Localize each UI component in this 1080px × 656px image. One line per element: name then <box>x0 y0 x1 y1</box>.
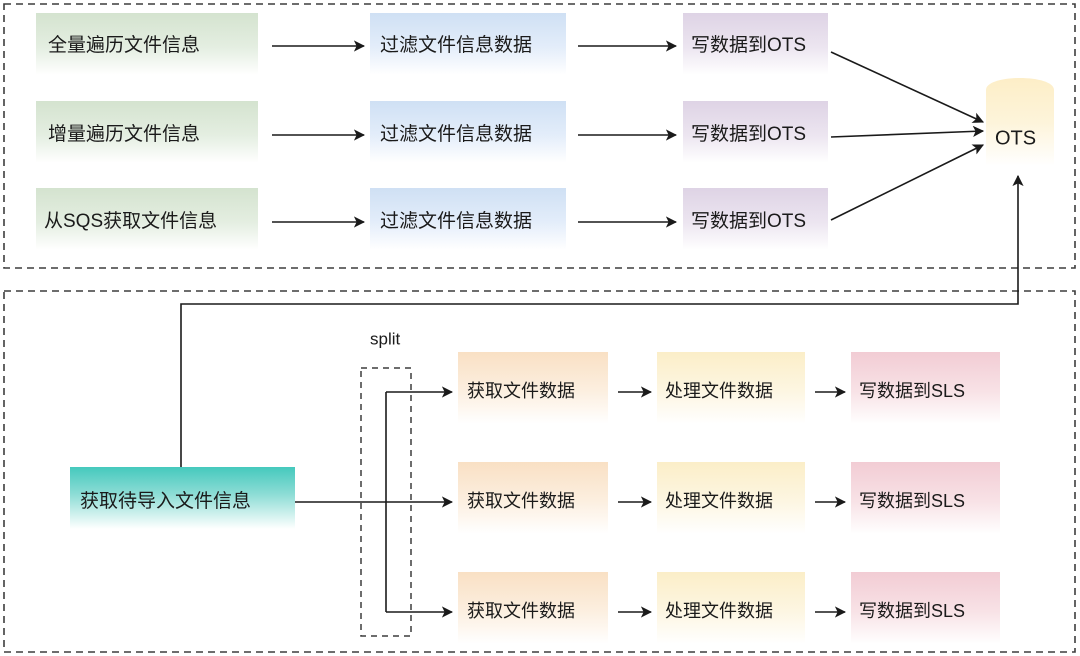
writer-node-ots-2[interactable] <box>683 101 828 163</box>
fetch-node-1-label: 获取文件数据 <box>467 381 575 401</box>
filter-node-3-label: 过滤文件信息数据 <box>380 210 532 232</box>
write-node-sls-3[interactable] <box>851 572 1000 644</box>
write-node-sls-3-label: 写数据到SLS <box>859 601 965 621</box>
filter-node-1-label: 过滤文件信息数据 <box>380 34 532 56</box>
process-node-1[interactable] <box>657 352 805 424</box>
writer-node-ots-3-bg[interactable] <box>683 188 828 250</box>
ots-datastore[interactable]: OTS <box>986 78 1054 166</box>
write-node-sls-1[interactable] <box>851 352 1000 424</box>
source-node-full-scan[interactable] <box>36 13 258 75</box>
filter-node-2-label: 过滤文件信息数据 <box>380 123 532 145</box>
filter-node-3[interactable] <box>370 188 566 250</box>
arrow-writer1-to-ots <box>830 51 985 123</box>
data-import-pipeline-group <box>3 290 1076 653</box>
process-node-3-label: 处理文件数据 <box>665 601 773 621</box>
entry-node-pending-files[interactable] <box>70 467 295 529</box>
source-node-full-scan-label: 全量遍历文件信息 <box>48 34 200 56</box>
import-row-2: 获取文件数据 处理文件数据 写数据到SLS <box>386 462 1000 534</box>
entry-node-pending-files-label: 获取待导入文件信息 <box>80 490 251 512</box>
import-row-1: 获取文件数据 处理文件数据 写数据到SLS <box>386 352 1000 424</box>
import-row-3: 获取文件数据 处理文件数据 写数据到SLS <box>386 572 1000 644</box>
fetch-node-2[interactable] <box>458 462 608 534</box>
writer-node-ots-1-label: 写数据到OTS <box>691 34 806 56</box>
split-label: split <box>370 329 401 348</box>
import-entry[interactable]: 获取待导入文件信息 <box>70 467 295 529</box>
source-node-incremental-scan-label: 增量遍历文件信息 <box>48 123 200 145</box>
process-node-2-label: 处理文件数据 <box>665 491 773 511</box>
source-node-incremental-scan[interactable] <box>36 101 258 163</box>
fetch-node-3-label: 获取文件数据 <box>467 601 575 621</box>
arrow-import-to-ots <box>180 174 1024 467</box>
process-node-1-label: 处理文件数据 <box>665 381 773 401</box>
metadata-pipeline-group <box>3 3 1076 269</box>
process-node-2[interactable] <box>657 462 805 534</box>
write-node-sls-2-label: 写数据到SLS <box>859 491 965 511</box>
filter-node-1[interactable] <box>370 13 566 75</box>
source-node-sqs-label: 从SQS获取文件信息 <box>44 210 217 232</box>
writer-node-ots-3-label: 写数据到OTS <box>691 210 806 232</box>
writer-node-ots-2-label: 写数据到OTS <box>691 123 806 145</box>
filter-node-2[interactable] <box>370 101 566 163</box>
source-node-sqs[interactable] <box>36 188 258 250</box>
split-box <box>360 367 412 637</box>
cylinder-icon <box>986 78 1054 166</box>
fetch-node-1[interactable] <box>458 352 608 424</box>
fetch-node-3[interactable] <box>458 572 608 644</box>
writer-node-ots-1[interactable] <box>683 13 828 75</box>
metadata-row-3: 从SQS获取文件信息 过滤文件信息数据 写数据到OTS <box>36 144 985 250</box>
metadata-row-2: 增量遍历文件信息 过滤文件信息数据 写数据到OTS <box>36 101 985 163</box>
write-node-sls-1-label: 写数据到SLS <box>859 381 965 401</box>
metadata-row-1: 全量遍历文件信息 过滤文件信息数据 写数据到OTS <box>36 13 985 123</box>
arrow-writer2-to-ots <box>830 125 985 138</box>
process-node-3[interactable] <box>657 572 805 644</box>
arrow-writer3-to-ots <box>830 144 985 221</box>
write-node-sls-2[interactable] <box>851 462 1000 534</box>
ots-datastore-label: OTS <box>995 127 1036 149</box>
fetch-node-2-label: 获取文件数据 <box>467 491 575 511</box>
